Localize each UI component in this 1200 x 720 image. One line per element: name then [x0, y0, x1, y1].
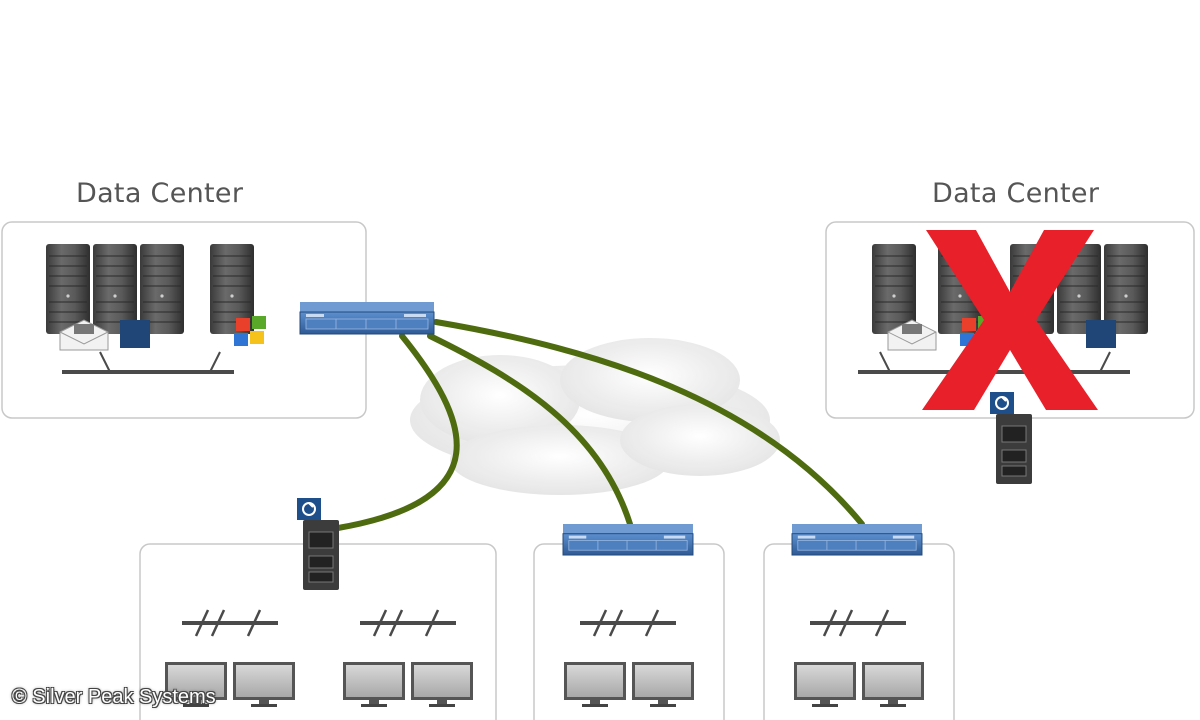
wan-link	[427, 333, 633, 527]
server-icon	[871, 243, 917, 335]
failure-x-mark-icon	[922, 230, 1098, 410]
copyright-notice: © Silver Peak Systems	[12, 686, 216, 708]
wan-optimization-appliance-icon	[791, 523, 923, 556]
storage-icon	[120, 320, 150, 348]
right-data-center-title: Data Center	[932, 178, 1100, 209]
virtual-appliance-server-icon	[296, 497, 340, 591]
wan-link	[335, 333, 460, 531]
wan-optimization-appliance-icon	[299, 301, 435, 335]
storage-icon	[1086, 320, 1116, 348]
wan-links	[335, 319, 865, 531]
left-lan-bus	[62, 351, 234, 374]
wan-link	[433, 319, 865, 527]
windows-logo-icon	[234, 316, 266, 346]
left-data-center-title: Data Center	[76, 178, 244, 209]
wan-optimization-appliance-icon	[562, 523, 694, 556]
branch-office-panel-3	[763, 543, 955, 720]
branch-office-panel-2	[533, 543, 725, 720]
